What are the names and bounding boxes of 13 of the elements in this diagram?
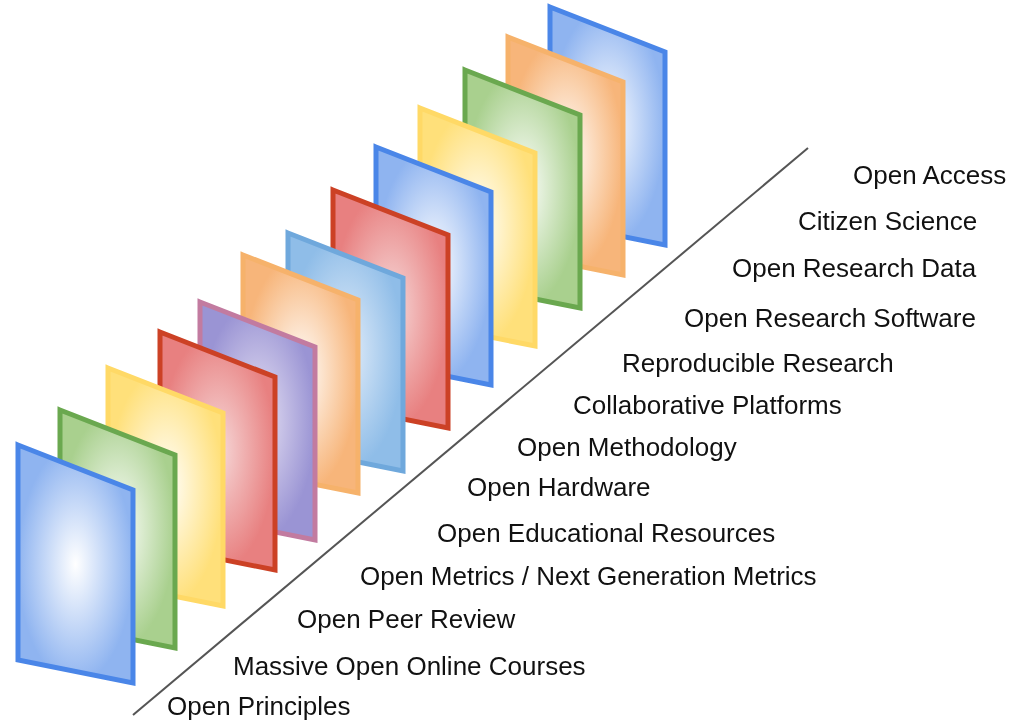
category-label: Massive Open Online Courses — [233, 651, 586, 681]
category-label: Open Methodology — [517, 432, 737, 462]
category-label: Open Peer Review — [297, 604, 516, 634]
category-label: Citizen Science — [798, 206, 978, 236]
category-label: Open Educational Resources — [437, 518, 776, 548]
category-label: Open Hardware — [467, 472, 651, 502]
category-label: Reproducible Research — [622, 348, 894, 378]
category-label: Open Access — [853, 160, 1007, 190]
category-label: Open Research Data — [732, 253, 977, 283]
category-label: Open Research Software — [684, 303, 976, 333]
category-label: Collaborative Platforms — [573, 390, 842, 420]
category-label: Open Principles — [167, 691, 351, 721]
category-label: Open Metrics / Next Generation Metrics — [360, 561, 817, 591]
